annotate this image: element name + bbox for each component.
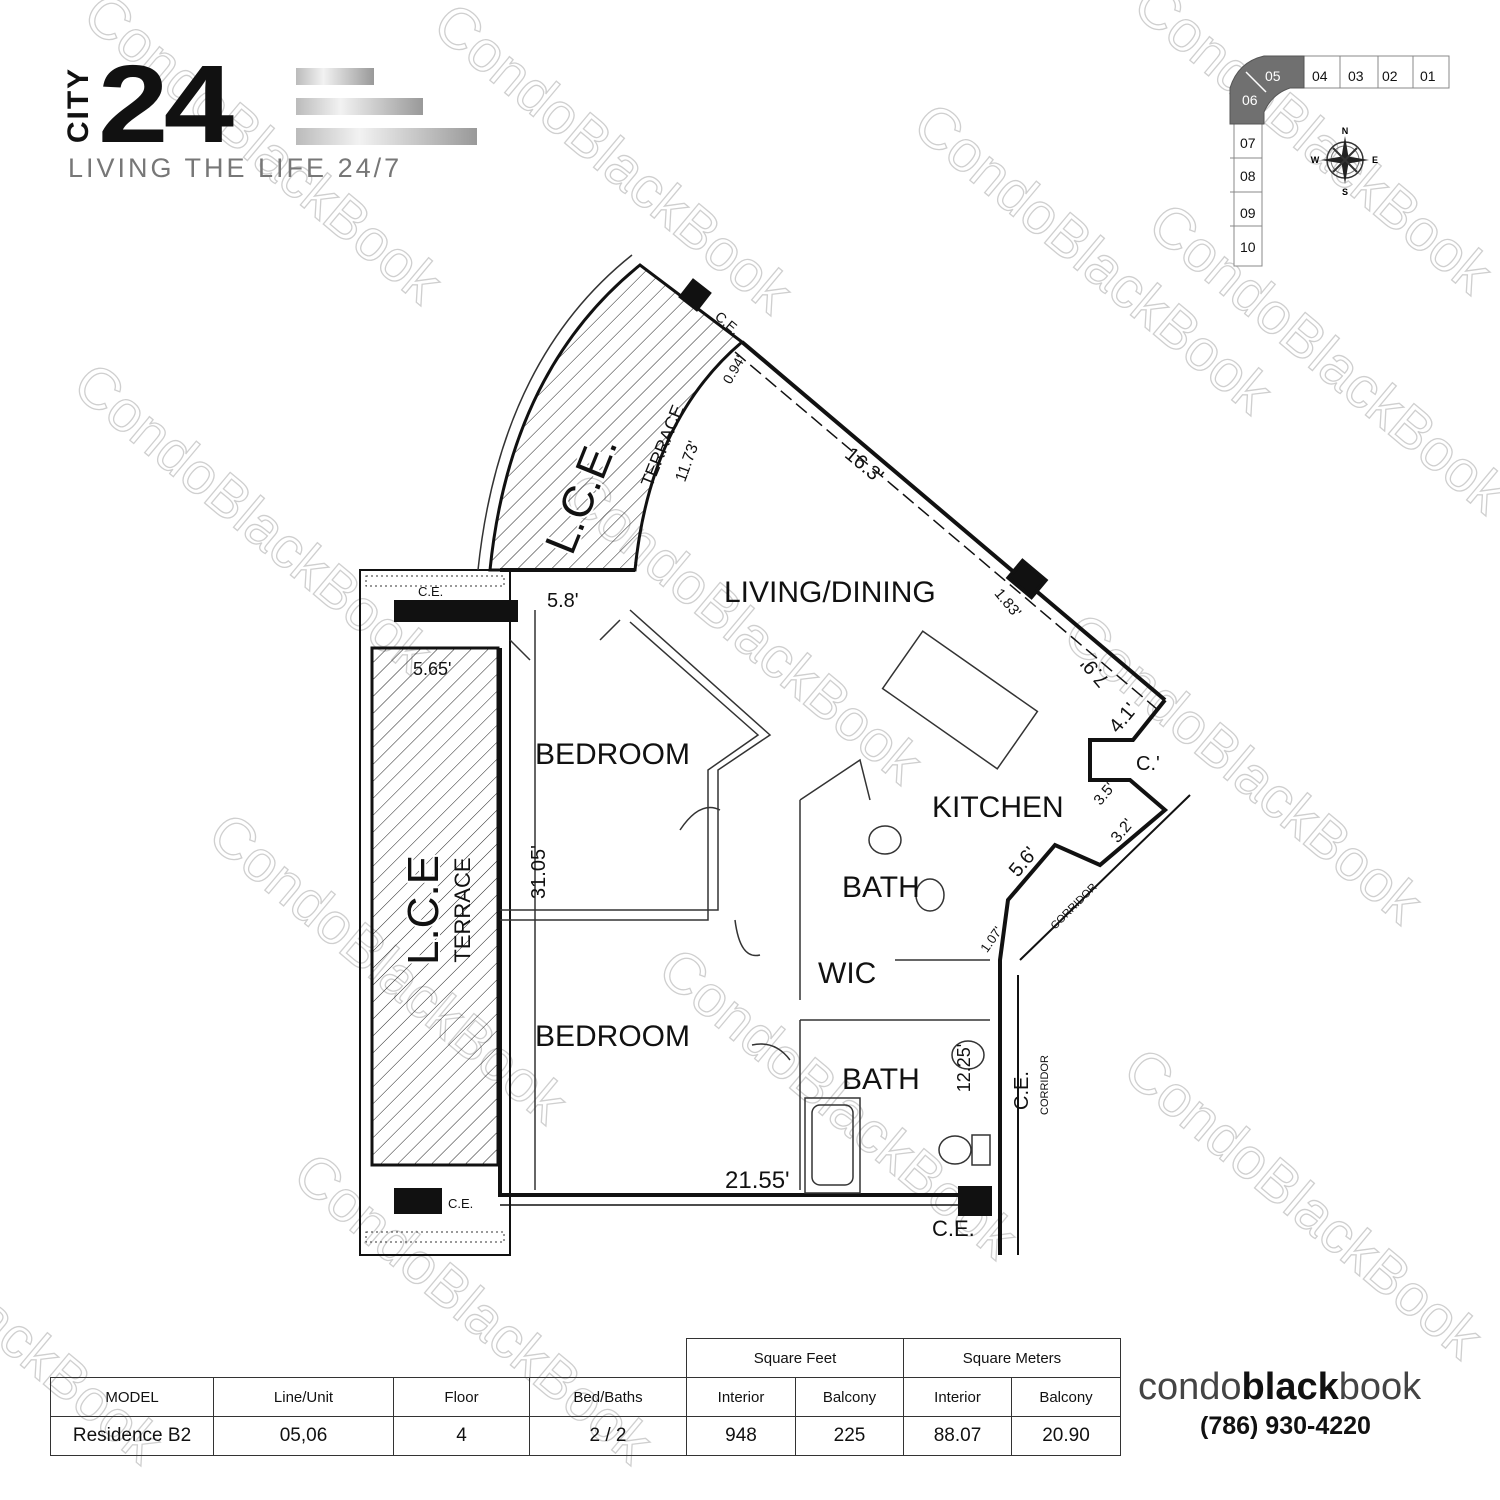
unit-01: 01 — [1420, 68, 1436, 84]
compass-w: W — [1311, 155, 1320, 165]
exterior-walls — [498, 340, 1191, 1255]
dimension-label: 16.3' — [840, 443, 887, 487]
logo-bar — [296, 98, 423, 115]
dimension-label: 7.9' — [1077, 653, 1114, 691]
dimension-label: 4.1' — [1105, 699, 1142, 737]
header-sqm-interior: Interior — [903, 1377, 1012, 1417]
header-sqm-balcony: Balcony — [1011, 1377, 1121, 1417]
header-line-unit: Line/Unit — [213, 1377, 394, 1417]
logo-tagline: LIVING THE LIFE 24/7 — [68, 153, 403, 183]
unit-04: 04 — [1312, 68, 1328, 84]
terrace-curved — [477, 254, 745, 572]
unit-02: 02 — [1382, 68, 1398, 84]
unit-info-table: Square Feet Square Meters MODEL Line/Uni… — [50, 1338, 1121, 1456]
ce-label: C.E. — [932, 1216, 975, 1241]
cell-bed-baths: 2 / 2 — [529, 1416, 687, 1456]
unit-07: 07 — [1240, 135, 1256, 151]
dimension-label: 11.73' — [673, 439, 703, 484]
key-plan-highlight — [1229, 55, 1305, 125]
phone-number[interactable]: (786) 930-4220 — [1200, 1412, 1371, 1440]
room-bath-1: BATH — [842, 871, 920, 904]
dimension-label: 31.05' — [528, 845, 550, 899]
dimension-label: 12.25' — [954, 1044, 974, 1092]
terrace-label: TERRACE — [450, 857, 475, 962]
compass-n: N — [1342, 126, 1349, 136]
group-header-sqft: Square Feet — [686, 1338, 904, 1378]
dimension-label: 5.6' — [1005, 843, 1042, 881]
unit-10: 10 — [1240, 239, 1256, 255]
cell-line-unit: 05,06 — [213, 1416, 394, 1456]
logo-part: black — [1241, 1366, 1339, 1408]
dimension-label: 3.2' — [1108, 816, 1137, 846]
ce-label: C.E. — [448, 1196, 473, 1211]
logo-24-text: 24 — [98, 43, 234, 166]
ce-corridor-label: C.E. — [1011, 1071, 1033, 1110]
group-header-sqm: Square Meters — [903, 1338, 1121, 1378]
corridor-label: CORRIDOR — [1049, 881, 1100, 932]
header-model: MODEL — [50, 1377, 214, 1417]
unit-06: 06 — [1242, 92, 1258, 108]
floor-plan: LIVING/DINING BEDROOM KITCHEN BATH WIC B… — [359, 254, 1191, 1256]
cell-model: Residence B2 — [50, 1416, 214, 1456]
key-plan-row-top — [1303, 55, 1450, 89]
condoblackbook-logo: condoblackbook — [1138, 1366, 1421, 1409]
ce-label: C.E. — [418, 584, 443, 599]
header-sqft-balcony: Balcony — [795, 1377, 904, 1417]
unit-05: 05 — [1265, 68, 1281, 84]
dimension-label: 1.83' — [991, 585, 1025, 621]
header-floor: Floor — [393, 1377, 530, 1417]
terrace-lce-label: L.C.E — [399, 855, 448, 965]
dimension-label: 21.55' — [725, 1167, 790, 1194]
unit-09: 09 — [1240, 205, 1256, 221]
room-living-dining: LIVING/DINING — [724, 576, 936, 609]
compass-s: S — [1342, 187, 1348, 197]
compass-icon: N S E W — [1311, 126, 1378, 197]
compass-e: E — [1372, 155, 1378, 165]
logo-24: 24 — [98, 50, 288, 160]
logo-bar — [296, 128, 477, 145]
cell-sqft-interior: 948 — [686, 1416, 796, 1456]
interior-walls — [500, 609, 1039, 1194]
header-sqft-interior: Interior — [686, 1377, 796, 1417]
cell-floor: 4 — [393, 1416, 530, 1456]
unit-03: 03 — [1348, 68, 1364, 84]
dimension-label: 3.5' — [1090, 779, 1118, 808]
corridor-label: CORRIDOR — [1039, 1055, 1051, 1115]
room-bedroom-2: BEDROOM — [535, 1020, 690, 1053]
logo-part: condo — [1138, 1366, 1242, 1408]
header-bed-baths: Bed/Baths — [529, 1377, 687, 1417]
cell-sqm-interior: 88.07 — [903, 1416, 1012, 1456]
cell-sqft-balcony: 225 — [795, 1416, 904, 1456]
terrace-left — [359, 569, 518, 1256]
logo-part: book — [1338, 1366, 1422, 1408]
key-plan-col-side — [1233, 123, 1263, 267]
unit-08: 08 — [1240, 168, 1256, 184]
cell-sqm-balcony: 20.90 — [1011, 1416, 1121, 1456]
dimension-label: 5.8' — [547, 590, 579, 612]
room-bath-2: BATH — [842, 1063, 920, 1096]
key-plan: 05 04 03 02 01 06 07 08 09 10 N S E W — [1229, 55, 1450, 267]
ce-partial-label: C.' — [1136, 753, 1160, 775]
room-kitchen: KITCHEN — [932, 791, 1064, 824]
room-wic: WIC — [818, 957, 876, 990]
dimension-label: 5.65' — [413, 659, 451, 679]
room-bedroom-1: BEDROOM — [535, 738, 690, 771]
logo-bar — [296, 68, 374, 85]
